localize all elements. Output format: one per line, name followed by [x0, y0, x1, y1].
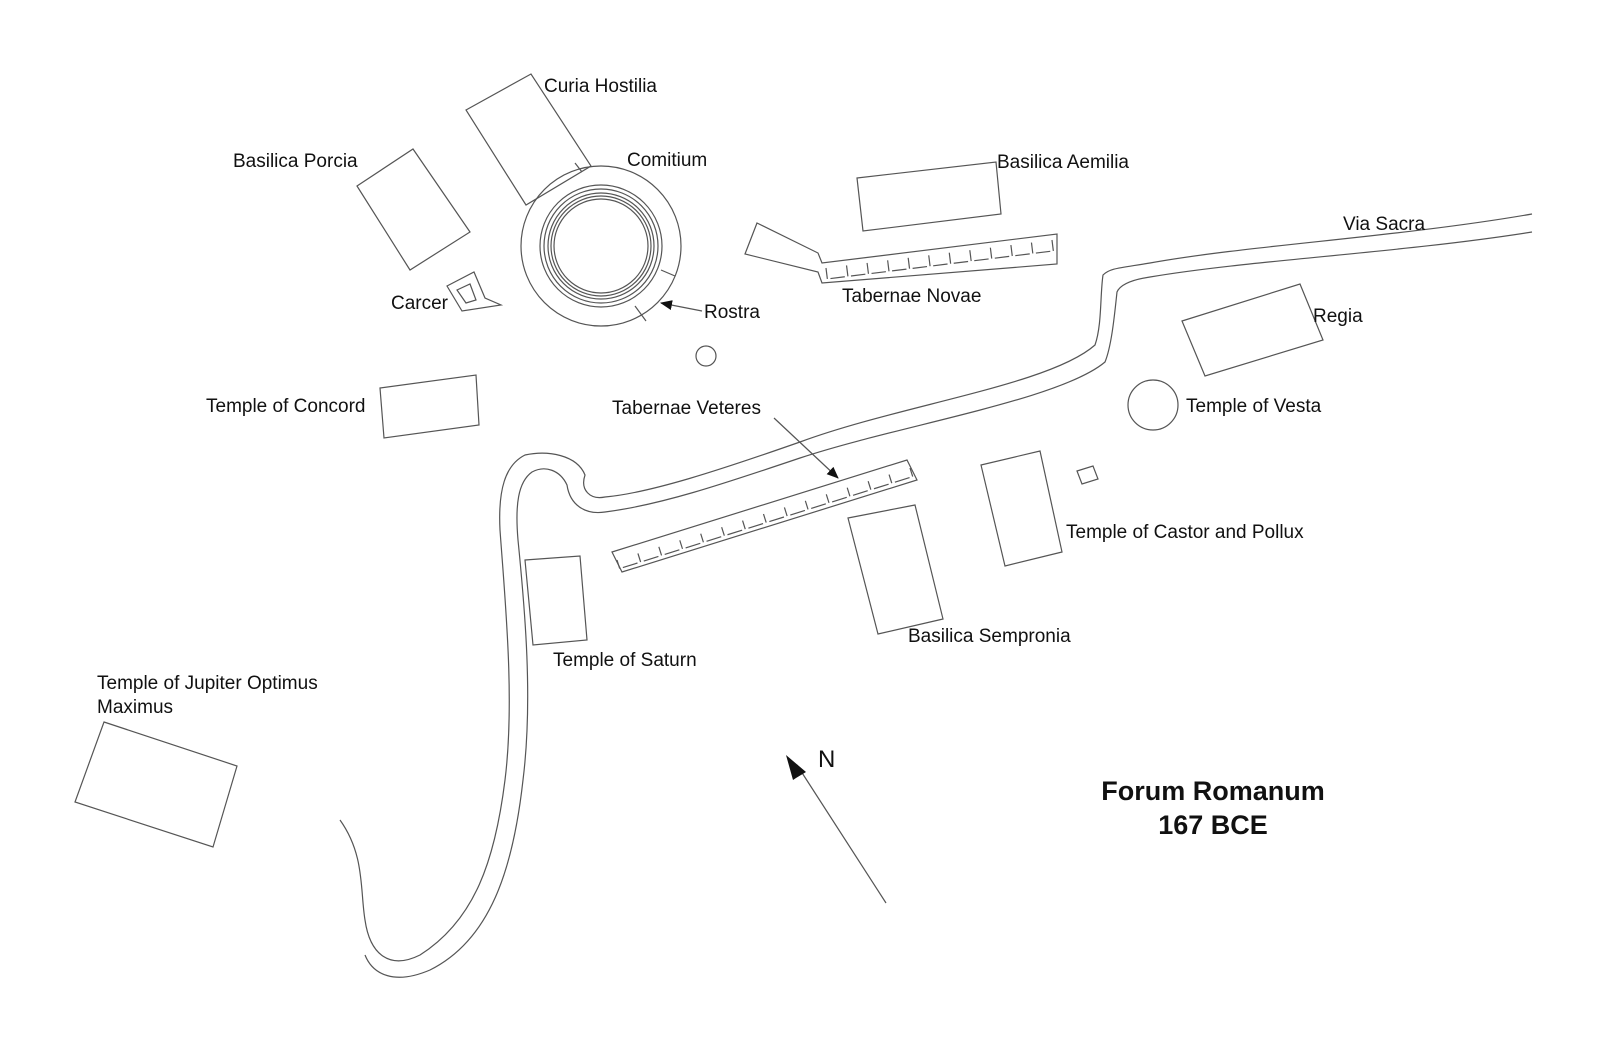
label-comitium: Comitium [627, 150, 707, 171]
map-date: 167 BCE [1158, 810, 1268, 840]
comitium-structure [520, 162, 682, 327]
label-basilica-sempronia: Basilica Sempronia [908, 626, 1071, 647]
tabernae-veteres-shops [611, 459, 918, 573]
tabernae-veteres-leader-line [773, 417, 839, 479]
temple-of-castor-and-pollux-building [980, 450, 1063, 567]
label-temple-of-castor-and-pollux: Temple of Castor and Pollux [1066, 522, 1304, 543]
label-temple-of-saturn: Temple of Saturn [553, 650, 697, 671]
label-rostra: Rostra [704, 302, 760, 323]
north-arrow: N [786, 746, 887, 904]
temple-of-vesta-building [1127, 379, 1179, 431]
carcer-building [446, 271, 504, 312]
label-temple-of-jupiter-line1: Temple of Jupiter Optimus [97, 673, 318, 694]
label-carcer: Carcer [391, 293, 449, 314]
label-tabernae-veteres: Tabernae Veteres [612, 398, 761, 419]
basilica-aemilia-building [856, 161, 1002, 232]
tabernae-novae-shops [744, 222, 1058, 284]
temple-of-jupiter-building [74, 721, 238, 848]
label-via-sacra: Via Sacra [1343, 214, 1425, 235]
temple-of-saturn-building [524, 555, 588, 646]
label-basilica-porcia: Basilica Porcia [233, 151, 358, 172]
label-temple-of-concord: Temple of Concord [206, 396, 365, 417]
rostra-column-circle [695, 345, 717, 367]
regia-building [1181, 283, 1324, 377]
basilica-sempronia-building [847, 504, 944, 635]
label-temple-of-jupiter-line2: Maximus [97, 697, 173, 718]
basilica-porcia-building [356, 148, 471, 271]
north-arrow-label: N [818, 746, 835, 773]
label-basilica-aemilia: Basilica Aemilia [997, 152, 1129, 173]
temple-of-concord-building [379, 374, 480, 439]
label-regia: Regia [1313, 306, 1363, 327]
label-temple-of-vesta: Temple of Vesta [1186, 396, 1322, 417]
label-tabernae-novae: Tabernae Novae [842, 286, 981, 307]
via-sacra-road [339, 213, 1533, 978]
label-curia-hostilia: Curia Hostilia [544, 76, 657, 97]
map-title: Forum Romanum [1101, 776, 1325, 806]
curia-hostilia-building [465, 73, 592, 206]
rostra-leader-line [660, 300, 703, 312]
small-shrine-square [1076, 465, 1099, 485]
